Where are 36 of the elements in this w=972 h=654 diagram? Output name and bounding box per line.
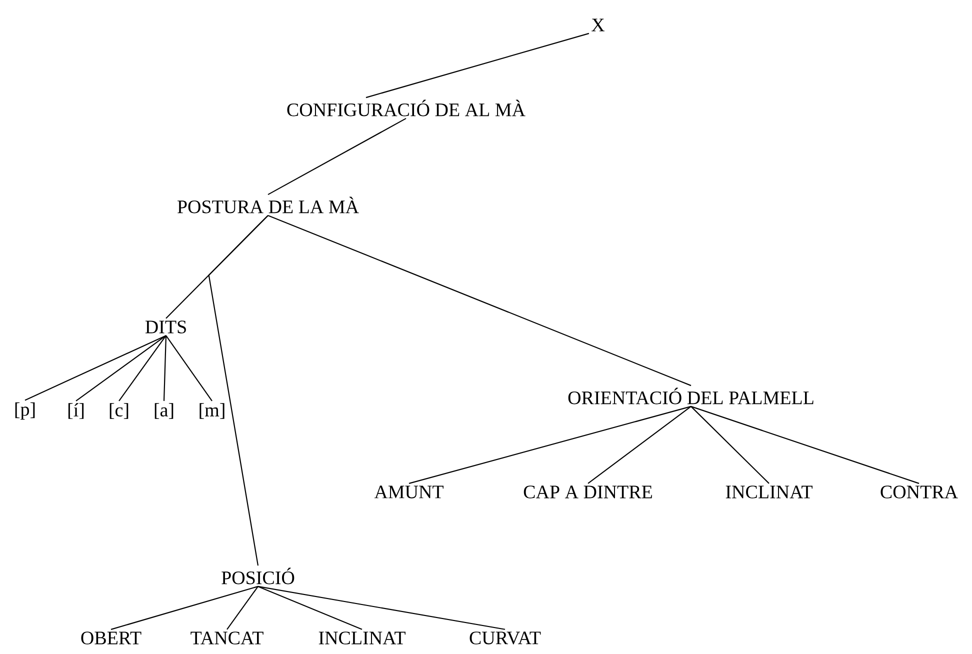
tree-label: CAP A DINTRE: [524, 486, 652, 498]
tree-label: ORIENTACIÓ DEL PALMELL: [568, 388, 814, 404]
branch-line: [366, 32, 590, 98]
branch-line: [24, 335, 166, 401]
branch-line: [163, 336, 167, 401]
branch-line: [268, 118, 406, 196]
tree-label: POSTURA DE LA MÀ: [178, 196, 359, 214]
tree-label: [m]: [200, 403, 224, 419]
tree-label: POSICIÓ: [222, 568, 294, 584]
tree-label: [í]: [68, 403, 84, 419]
tree-label: DITS: [145, 320, 186, 334]
branch-line: [268, 214, 692, 386]
branch-line: [166, 335, 212, 402]
branch-line: [76, 335, 166, 402]
branch-line: [588, 406, 692, 484]
branch-line: [408, 406, 692, 484]
tree-label: [a]: [154, 403, 174, 419]
tree-label: CURVAT: [470, 632, 541, 644]
tree-label: AMUNT: [374, 486, 444, 498]
branch-line: [118, 335, 166, 402]
tree-label: CONFIGURACIÓ DE AL MÀ: [287, 100, 526, 116]
branch-line: [110, 586, 258, 630]
branch-line: [208, 215, 268, 566]
branch-line: [258, 586, 362, 630]
tree-label: OBERT: [81, 632, 142, 644]
tree-label: INCLINAT: [726, 486, 812, 498]
tree-label: TANCAT: [190, 632, 264, 644]
tree-label: X: [592, 18, 605, 32]
branch-line: [258, 586, 506, 630]
branch-line: [690, 406, 920, 484]
tree-label: [c]: [110, 403, 128, 419]
branch-line: [690, 406, 770, 484]
tree-label: CONTRA: [880, 486, 958, 498]
tree-label: [p]: [15, 402, 35, 420]
branch-line: [226, 586, 258, 630]
tree-label: INCLINAT: [318, 632, 406, 644]
